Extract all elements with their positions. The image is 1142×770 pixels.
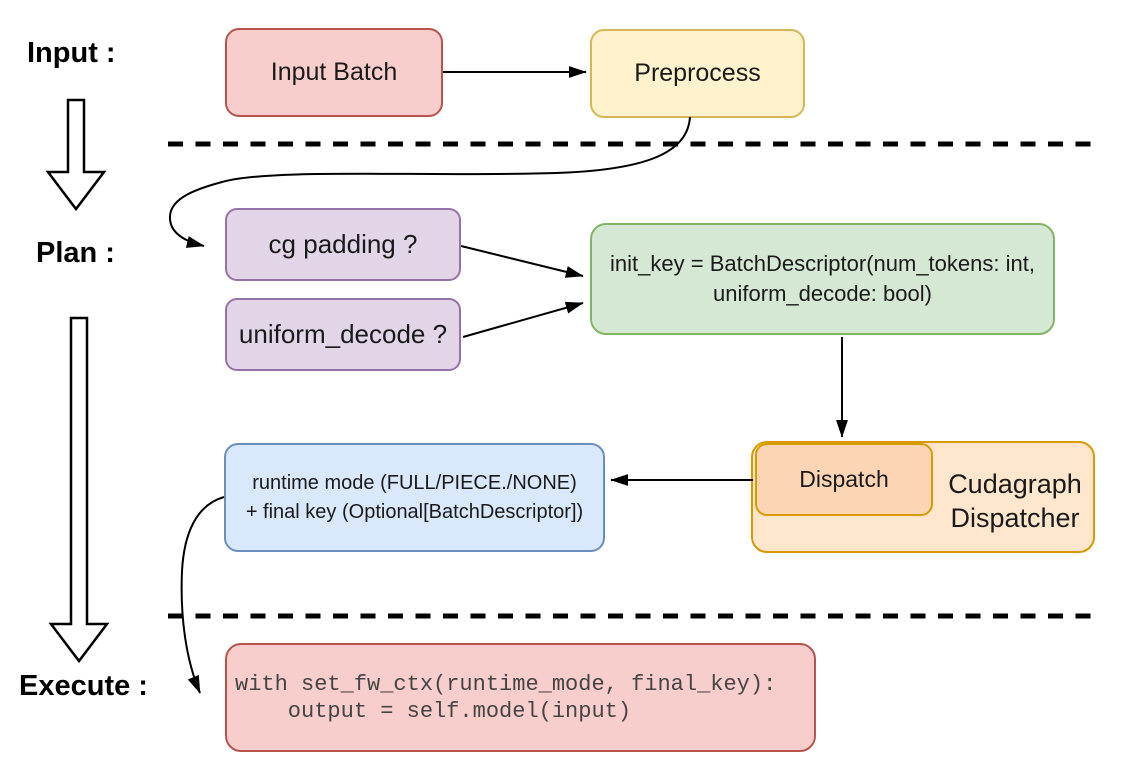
execute-code-line2: output = self.model(input): [235, 698, 632, 724]
node-runtime-line1: runtime mode (FULL/PIECE./NONE): [252, 471, 577, 494]
node-input-batch-label: Input Batch: [270, 58, 398, 86]
input-stage-down-arrow-icon: [45, 98, 107, 212]
node-runtime-mode: runtime mode (FULL/PIECE./NONE) + final …: [224, 443, 605, 552]
node-uniform-decode-label: uniform_decode ?: [238, 319, 448, 349]
node-dispatch-label: Dispatch: [799, 466, 889, 492]
edge-uniform-decode-to-init-key: [462, 301, 584, 338]
node-init-key-line1: init_key = BatchDescriptor(num_tokens: i…: [610, 251, 1035, 276]
node-cg-padding: cg padding ?: [225, 208, 461, 281]
stage-label-execute: Execute :: [19, 670, 148, 702]
node-input-batch: Input Batch: [225, 28, 443, 117]
node-dispatch: Dispatch: [755, 443, 933, 516]
stage-label-plan: Plan :: [36, 237, 115, 269]
node-preprocess-label: Preprocess: [634, 59, 761, 87]
edge-runtime-mode-to-execute-code: [180, 496, 225, 694]
execute-code-line1: with set_fw_ctx(runtime_mode, final_key)…: [235, 671, 777, 697]
node-execute-code: with set_fw_ctx(runtime_mode, final_key)…: [225, 643, 816, 752]
node-preprocess: Preprocess: [590, 29, 805, 118]
stage-label-input: Input :: [27, 37, 116, 69]
cudagraph-label-line1: Cudagraph: [948, 469, 1082, 499]
edge-cg-padding-to-init-key: [460, 245, 584, 278]
node-cudagraph-dispatcher-label: Cudagraph Dispatcher: [939, 467, 1091, 535]
node-runtime-line2: + final key (Optional[BatchDescriptor]): [245, 500, 584, 523]
plan-stage-down-arrow-icon: [48, 316, 110, 664]
node-cg-padding-label: cg padding ?: [268, 229, 418, 259]
cudagraph-label-line2: Dispatcher: [950, 503, 1080, 533]
node-init-key: init_key = BatchDescriptor(num_tokens: i…: [590, 223, 1055, 335]
node-uniform-decode: uniform_decode ?: [225, 298, 461, 371]
node-init-key-line2: uniform_decode: bool): [713, 281, 932, 306]
